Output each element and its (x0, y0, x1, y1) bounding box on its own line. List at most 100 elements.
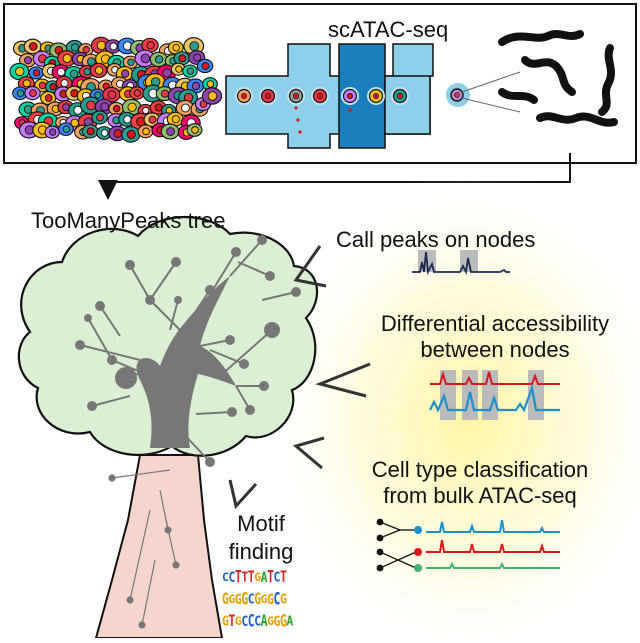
cell (121, 98, 142, 116)
celltype-label-line1: Cell type classification (371, 457, 589, 482)
motif-letter: G (234, 590, 242, 608)
droplet (259, 87, 277, 105)
cell (201, 87, 223, 105)
motif-letter: C (273, 588, 281, 609)
cell (28, 66, 44, 80)
cell (182, 64, 198, 78)
motif-letter: A (260, 568, 268, 586)
motif-letter: C (273, 569, 281, 585)
tree-node (125, 260, 151, 301)
cell (89, 62, 108, 79)
tree-node (84, 314, 113, 361)
cell (24, 86, 41, 101)
motif-letter: T (234, 566, 242, 587)
tree-node (219, 322, 280, 377)
barcode-bead (348, 108, 352, 112)
motif-logo-3: GTGCCCAGGGA (222, 610, 293, 631)
motif-letter: A (286, 613, 293, 629)
barcode-bead (294, 106, 298, 110)
tree-node (261, 287, 301, 301)
barcode-bead (296, 118, 300, 122)
motif-letter: G (254, 570, 261, 584)
cell (196, 58, 214, 74)
motif-letter: T (228, 611, 235, 631)
tree-node (237, 261, 275, 281)
motif-letter: C (247, 591, 255, 607)
cell (149, 51, 168, 68)
cell (137, 124, 154, 139)
tree-node (209, 349, 249, 369)
motif-letter: G (228, 592, 235, 606)
motif-letter: G (234, 614, 242, 628)
celltype-label-line2: from bulk ATAC-seq (383, 483, 577, 508)
cell (160, 123, 180, 140)
tree-node (189, 285, 215, 321)
cell (44, 125, 60, 139)
motif-letter: G (267, 614, 274, 628)
tree-title: TooManyPeaks tree (31, 208, 226, 233)
motif-letter: C (222, 570, 229, 584)
motif-letter: C (247, 610, 255, 631)
tree-trunk (94, 454, 224, 639)
tree-node (179, 429, 215, 467)
cell (55, 75, 73, 91)
motif-label-line1: Motif (237, 511, 285, 536)
cell (186, 123, 203, 137)
single-droplet (446, 71, 521, 113)
tree-node (75, 340, 141, 361)
cell (170, 62, 186, 76)
chromatin-strands (498, 30, 618, 127)
trunk-branches (108, 469, 180, 629)
differential-label-line1: Differential accessibility (380, 311, 610, 336)
motif-letter: G (279, 610, 287, 631)
tree-node (195, 407, 237, 417)
motif-logo-2: GGGGCGGGCG (222, 588, 287, 609)
motif-letter: T (241, 569, 248, 585)
cell (175, 99, 195, 117)
call-peaks-track (412, 250, 510, 276)
motif-letter: G (254, 589, 261, 609)
droplet (311, 87, 329, 105)
motif-logo-1: CCTTTGATCT (222, 566, 287, 587)
motif-letter: G (260, 592, 268, 606)
motif-letter: C (254, 613, 261, 629)
droplet (391, 87, 409, 105)
flow-arrow (98, 153, 571, 200)
cell (40, 90, 57, 105)
cell (81, 124, 99, 139)
tree-node (229, 235, 267, 277)
motif-letter: G (241, 588, 248, 609)
chip-droplets (235, 87, 409, 134)
cell (91, 110, 108, 125)
tree-node (149, 257, 181, 301)
cell (57, 122, 74, 136)
motif-letter: C (241, 612, 248, 630)
cell-pile (9, 36, 223, 143)
droplet (341, 87, 359, 105)
motif-letter: T (247, 567, 255, 587)
droplet (367, 87, 385, 105)
tree-node (87, 395, 131, 411)
cell (9, 62, 30, 81)
motif-letter: G (267, 590, 274, 608)
motif-letter: G (222, 589, 229, 609)
droplet (287, 87, 305, 105)
callout-lines (228, 245, 371, 510)
differential-tracks (429, 370, 560, 420)
tree-node (95, 301, 121, 337)
motif-letter: C (228, 568, 235, 586)
barcode-bead (298, 130, 302, 134)
differential-label-line2: between nodes (420, 337, 570, 362)
cell (202, 77, 218, 91)
cell (166, 111, 184, 127)
cell (129, 86, 145, 100)
tree-core-branch (136, 276, 236, 448)
classification-graphic (376, 518, 560, 572)
cell (104, 39, 122, 54)
motif-letter: A (260, 611, 268, 631)
scatac-seq-label: scATAC-seq (328, 17, 449, 42)
motif-letter: G (273, 612, 281, 630)
motif-label-line2: finding (228, 539, 294, 564)
